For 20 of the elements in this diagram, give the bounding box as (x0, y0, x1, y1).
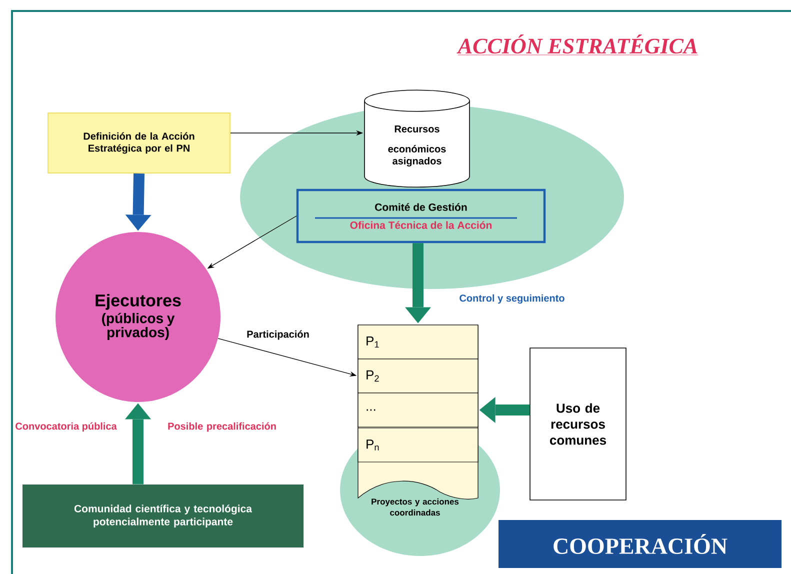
block-arrow (125, 173, 152, 231)
block-arrow (405, 243, 431, 324)
note-label: Posible precalificación (168, 422, 276, 432)
project-row: P$_{n}$ (358, 428, 478, 462)
definition-box: Definición de la Acción Estratégica por el PN (48, 112, 230, 174)
project-row: P$_{2}$ (358, 358, 478, 394)
title: ACCIÓN ESTRATÉGICA (456, 34, 698, 56)
edge-label: Participación (246, 329, 310, 341)
community-box: Comunidad científica y tecnológica potencialmente participante (22, 484, 304, 548)
banner: COOPERACIÓN (498, 520, 782, 568)
committee-box: Comité de Gestión Oficina Técnica de la Acción (296, 188, 546, 244)
project-row: P$_{1}$ (358, 324, 478, 360)
note-label: Convocatoria pública (16, 422, 117, 432)
block-arrow (125, 403, 151, 484)
project-row: ... (358, 392, 478, 428)
node-label: Proyectos y acciones coordinadas (372, 498, 459, 516)
edge-label: Control y seguimiento (458, 293, 566, 305)
block-arrow (479, 397, 530, 423)
resource-cylinder: Recursos económicos asignados (364, 90, 470, 188)
resource-box: Uso de recursos comunes (530, 348, 626, 500)
